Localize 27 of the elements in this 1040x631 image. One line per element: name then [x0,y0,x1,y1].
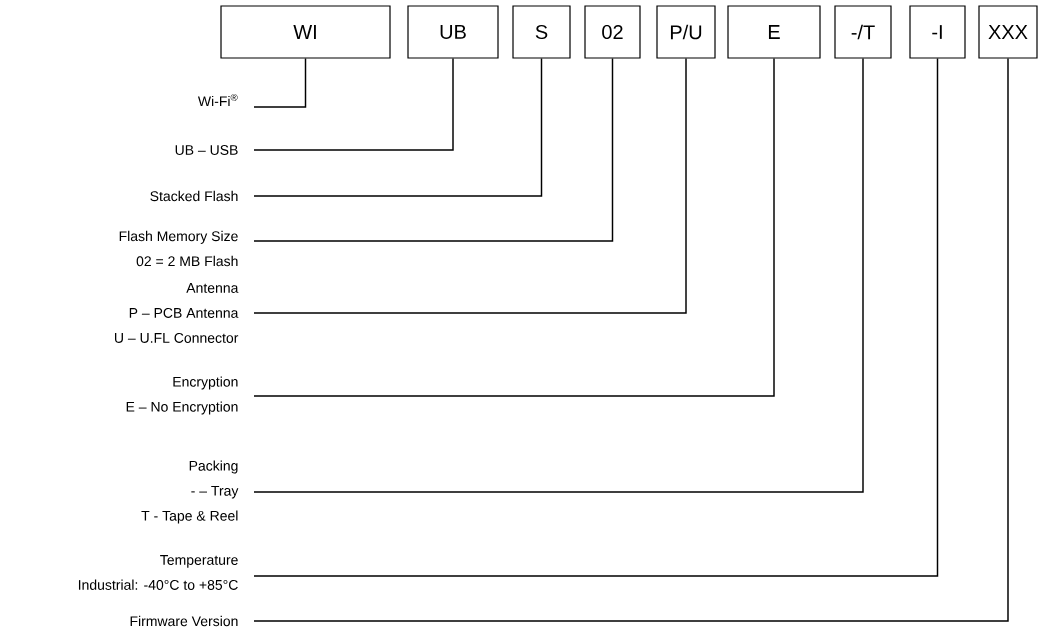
description-text: Stacked Flash [150,190,238,202]
description-text: Encryption E – No Encryption [126,376,238,415]
description-text: Firmware Version [130,615,238,627]
part-code-box: S [512,5,571,59]
description-text: UB – USB [175,145,238,155]
part-code-box: XXX [978,5,1038,59]
description-text: Antenna P – PCB Antenna U – U.FL Connector [115,283,239,343]
leader-line [253,57,1009,622]
part-code-box: E [727,5,821,59]
part-code-box: -/T [834,5,892,59]
part-code-box: 02 [584,5,641,59]
leader-line [253,57,614,242]
leader-line [253,57,775,397]
part-code-box: P/U [656,5,716,59]
description-text: Flash Memory Size 02 = 2 MB Flash [119,230,238,267]
leader-line [253,57,864,493]
description-text: Wi-Fi$^{®}$ [197,93,238,107]
leader-line [253,57,687,314]
part-code-box: WI [220,5,391,59]
leader-line [253,57,543,197]
description-text: Packing - – Tray T - Tape & Reel [141,460,239,524]
leader-line [253,57,454,151]
part-code-box: -I [909,5,966,59]
description-text: Temperature Industrial: -40°C to +85°C [78,555,238,590]
part-code-box: UB [407,5,499,59]
leader-line [253,57,307,108]
leader-line [253,57,939,577]
